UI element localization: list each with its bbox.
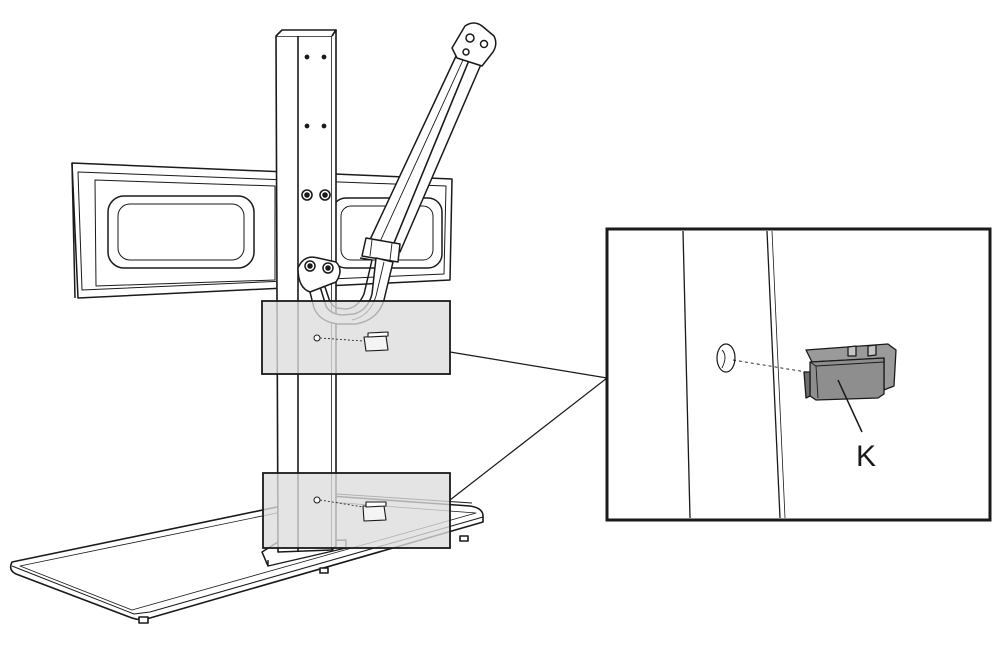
part-k-leader-line <box>837 379 863 433</box>
highlight-box-lower <box>262 472 451 549</box>
part-k-label: K <box>856 440 876 473</box>
clip-part-k <box>803 343 897 401</box>
callout-connector-lines <box>449 351 608 501</box>
highlight-box-upper <box>261 300 451 375</box>
clip-part-upper <box>363 331 389 352</box>
detail-callout-panel: K <box>605 227 992 522</box>
clip-part-lower <box>362 501 387 522</box>
